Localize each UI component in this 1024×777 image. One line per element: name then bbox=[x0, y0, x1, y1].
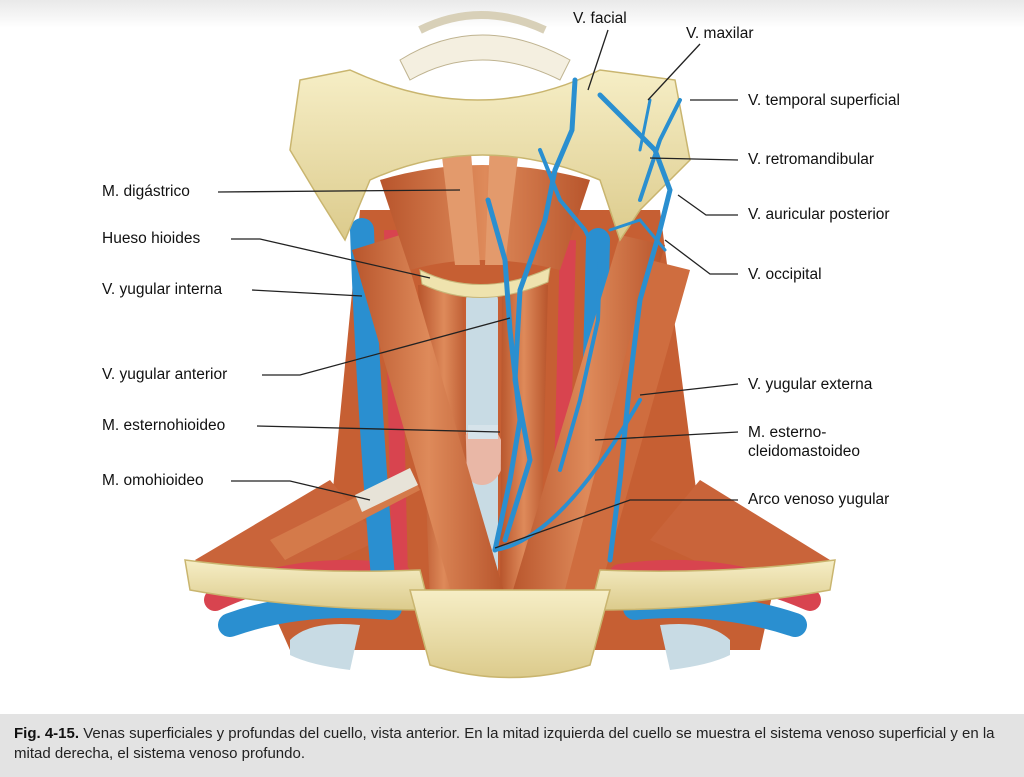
omohyoid-muscle bbox=[270, 468, 420, 560]
label-m-digastrico: M. digástrico bbox=[102, 183, 190, 200]
label-hueso-hioides: Hueso hioides bbox=[102, 230, 201, 247]
neck-illustration bbox=[184, 11, 836, 679]
label-v-occipital: V. occipital bbox=[748, 266, 822, 283]
label-m-esternocleidomastoideo-2: cleidomastoideo bbox=[748, 443, 861, 460]
label-v-maxilar: V. maxilar bbox=[686, 25, 754, 42]
caption-text: Venas superficiales y profundas del cuel… bbox=[14, 725, 995, 762]
figure-caption: Fig. 4-15. Venas superficiales y profund… bbox=[0, 714, 1024, 777]
label-v-temporal-superficial: V. temporal superficial bbox=[748, 92, 900, 109]
label-m-esternohioideo: M. esternohioideo bbox=[102, 417, 226, 434]
superficial-veins bbox=[485, 77, 682, 563]
mandible bbox=[289, 11, 691, 242]
label-arco-venoso-yugular: Arco venoso yugular bbox=[748, 491, 890, 508]
label-v-retromandibular: V. retromandibular bbox=[748, 151, 875, 168]
label-m-omohioideo: M. omohioideo bbox=[102, 472, 204, 489]
label-v-yugular-externa: V. yugular externa bbox=[748, 376, 873, 393]
leader-lines bbox=[217, 29, 739, 549]
caption-figure-number: Fig. 4-15. bbox=[14, 725, 80, 742]
label-v-yugular-interna: V. yugular interna bbox=[102, 281, 223, 298]
label-v-yugular-anterior: V. yugular anterior bbox=[102, 366, 228, 383]
label-v-auricular-posterior: V. auricular posterior bbox=[748, 206, 890, 223]
clavicles bbox=[184, 559, 836, 679]
label-v-facial: V. facial bbox=[573, 10, 627, 27]
label-m-esternocleidomastoideo-1: M. esterno- bbox=[748, 424, 827, 441]
anatomy-figure: V. facial V. maxilar V. temporal superfi… bbox=[0, 0, 1024, 710]
